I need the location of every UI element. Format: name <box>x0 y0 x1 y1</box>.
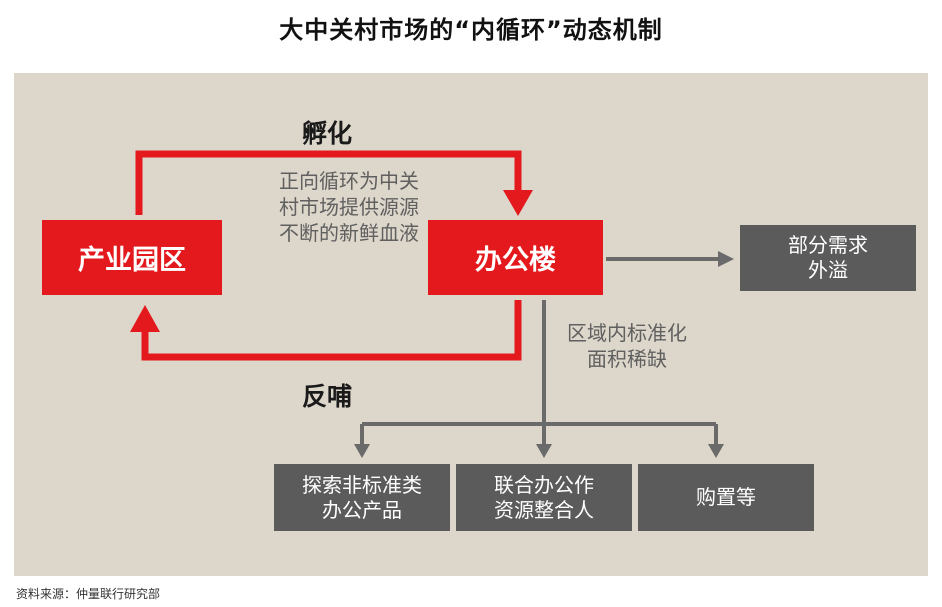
feedback-arrow <box>141 300 522 361</box>
feedback-arrowhead <box>130 305 160 332</box>
split-right-arrowhead <box>708 444 724 458</box>
industrial-park-node: 产业园区 <box>42 220 222 295</box>
demand-overflow-node: 部分需求 外溢 <box>740 225 916 291</box>
split-mid-arrowhead <box>536 444 552 458</box>
scarcity-note-text: 区域内标准化 面积稀缺 <box>567 321 687 371</box>
positive-cycle-note-text: 正向循环为中关 村市场提供源源 不断的新鲜血液 <box>279 169 419 245</box>
positive-cycle-note: 正向循环为中关 村市场提供源源 不断的新鲜血液 <box>238 168 460 246</box>
source-note: 资料来源：仲量联行研究部 <box>16 587 161 601</box>
overflow-arrowhead <box>718 251 734 267</box>
scarcity-note: 区域内标准化 面积稀缺 <box>552 320 702 372</box>
feedback-label: 反哺 <box>302 382 353 411</box>
incubate-arrowhead <box>503 190 533 216</box>
incubate-label: 孵化 <box>302 119 353 148</box>
nonstandard-products-node: 探索非标准类 办公产品 <box>274 464 450 531</box>
page-title: 大中关村市场的“内循环”动态机制 <box>279 16 663 44</box>
split-left-arrowhead <box>354 444 370 458</box>
purchase-node: 购置等 <box>638 464 814 531</box>
office-building-node: 办公楼 <box>428 220 603 295</box>
incubate-arrow <box>135 150 522 215</box>
joint-office-node: 联合办公作 资源整合人 <box>456 464 632 531</box>
